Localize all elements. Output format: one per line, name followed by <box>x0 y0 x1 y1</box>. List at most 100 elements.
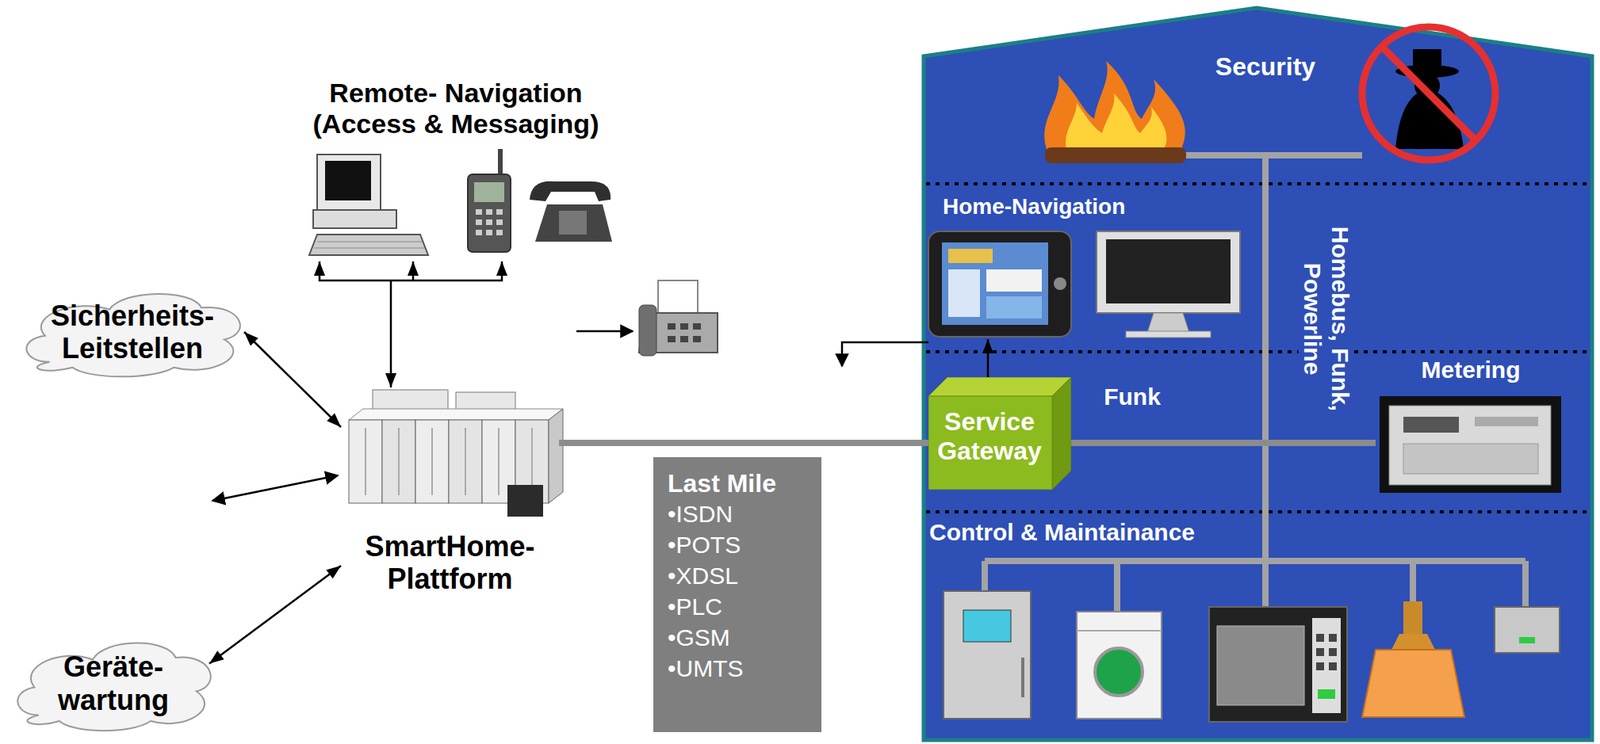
arrow-head <box>326 413 341 428</box>
list-item: •PLC <box>667 591 808 623</box>
pc-icon <box>317 241 422 243</box>
fax-icon <box>639 280 718 356</box>
microwave-icon <box>1328 648 1337 657</box>
connector <box>244 332 341 428</box>
mobile-phone-icon <box>474 182 505 203</box>
meter-icon <box>1403 444 1539 475</box>
washer-icon <box>1076 612 1162 720</box>
fax-icon <box>667 336 676 343</box>
server-icon <box>507 485 544 517</box>
connector-line <box>244 332 341 428</box>
node-title: Sicherheits- Leitstellen <box>41 299 224 366</box>
homebus-wire <box>1409 561 1417 602</box>
monitor-icon <box>1147 313 1190 334</box>
info-box: Last Mile•ISDN•POTS•XDSL•PLC•GSM•UMTS <box>653 457 822 733</box>
server-icon <box>497 428 500 496</box>
pc-icon <box>309 234 429 256</box>
section-divider <box>926 510 1590 514</box>
cloud-shape: Sicherheits- Leitstellen <box>17 285 248 379</box>
meter-icon <box>1474 417 1539 427</box>
homebus-wire <box>1262 155 1269 608</box>
homebus-wire <box>1522 561 1529 608</box>
house-outline <box>923 7 1593 741</box>
tablet-icon <box>986 269 1042 292</box>
fax-icon <box>692 336 701 343</box>
mobile-phone-icon <box>467 174 511 253</box>
microwave-icon <box>1312 618 1341 714</box>
server-icon <box>415 420 449 504</box>
section-label: Security <box>1215 52 1316 82</box>
section-divider <box>926 182 1590 186</box>
tablet-icon <box>986 296 1042 319</box>
no-intruder-icon <box>1362 26 1496 161</box>
washer-icon <box>1076 630 1162 632</box>
pc-icon <box>313 210 397 229</box>
cloud-outline <box>26 294 240 377</box>
tablet-icon <box>1053 277 1067 291</box>
connector <box>982 339 994 378</box>
washer-icon <box>1076 612 1162 720</box>
connector <box>558 443 929 445</box>
node-title: SmartHome- Plattform <box>340 530 559 597</box>
tablet-icon <box>948 248 993 264</box>
section-label: Homebus, Funk, Powerline <box>1298 203 1354 434</box>
list-item: •XDSL <box>667 560 808 592</box>
microwave-icon <box>1209 607 1348 723</box>
node-title: Service Gateway <box>931 407 1048 467</box>
microwave-icon <box>1328 662 1337 671</box>
connector-line <box>319 261 502 388</box>
server-icon <box>431 428 433 496</box>
fridge-icon <box>943 591 1031 720</box>
pc-icon <box>325 160 372 201</box>
node-title: Remote- Navigation (Access & Messaging) <box>293 77 619 140</box>
node-title: Last Mile <box>667 468 808 499</box>
mobile-phone-icon <box>496 229 503 236</box>
connector <box>313 261 508 388</box>
fire-icon <box>1065 93 1167 150</box>
label-holder: Homebus, Funk, Powerline <box>1210 291 1441 347</box>
fax-icon <box>667 323 676 330</box>
desk-phone-icon <box>535 204 613 242</box>
arrow-head <box>407 261 419 276</box>
mobile-phone-icon <box>475 209 483 215</box>
server-icon <box>348 390 563 517</box>
desk-phone-icon <box>558 210 587 235</box>
connector-line <box>558 440 929 447</box>
server-icon <box>348 420 383 504</box>
homebus-wire <box>1185 152 1363 159</box>
fax-icon <box>639 305 657 356</box>
list-item: •UMTS <box>667 653 808 685</box>
meter-node: Metering <box>1375 356 1566 496</box>
list-item: •GSM <box>667 622 808 654</box>
cloud-outline <box>17 643 211 732</box>
pc-icon <box>313 248 425 249</box>
cloud-shape: Geräte- wartung <box>9 634 218 734</box>
fax-icon <box>658 280 698 314</box>
connector-line <box>209 566 341 665</box>
fax-icon <box>680 323 689 330</box>
section-label: Control & Maintainance <box>929 519 1195 548</box>
switch-icon <box>1519 637 1535 644</box>
homebus-wire <box>984 558 1526 565</box>
mobile-phone-icon <box>486 219 493 226</box>
mobile-phone-icon <box>496 209 503 215</box>
server-icon <box>548 409 563 504</box>
arrow-head <box>385 373 397 388</box>
monitor-icon <box>1096 231 1241 314</box>
pc-icon <box>317 154 381 211</box>
house-outline <box>923 7 1593 741</box>
server-icon <box>382 420 416 504</box>
fire-icon <box>1044 61 1186 150</box>
meter-icon <box>1403 417 1459 433</box>
homebus-wire <box>981 561 988 592</box>
connector <box>1071 443 1376 445</box>
no-intruder-icon <box>1381 46 1476 141</box>
fax-icon <box>692 323 701 330</box>
arrow-head <box>982 339 994 354</box>
device-group: Home-Navigation <box>928 194 1246 340</box>
arrow-line <box>576 330 633 334</box>
label-holder: Control & Maintainance <box>929 519 1195 548</box>
arrow-line <box>842 342 929 367</box>
arrow-head <box>325 566 341 579</box>
